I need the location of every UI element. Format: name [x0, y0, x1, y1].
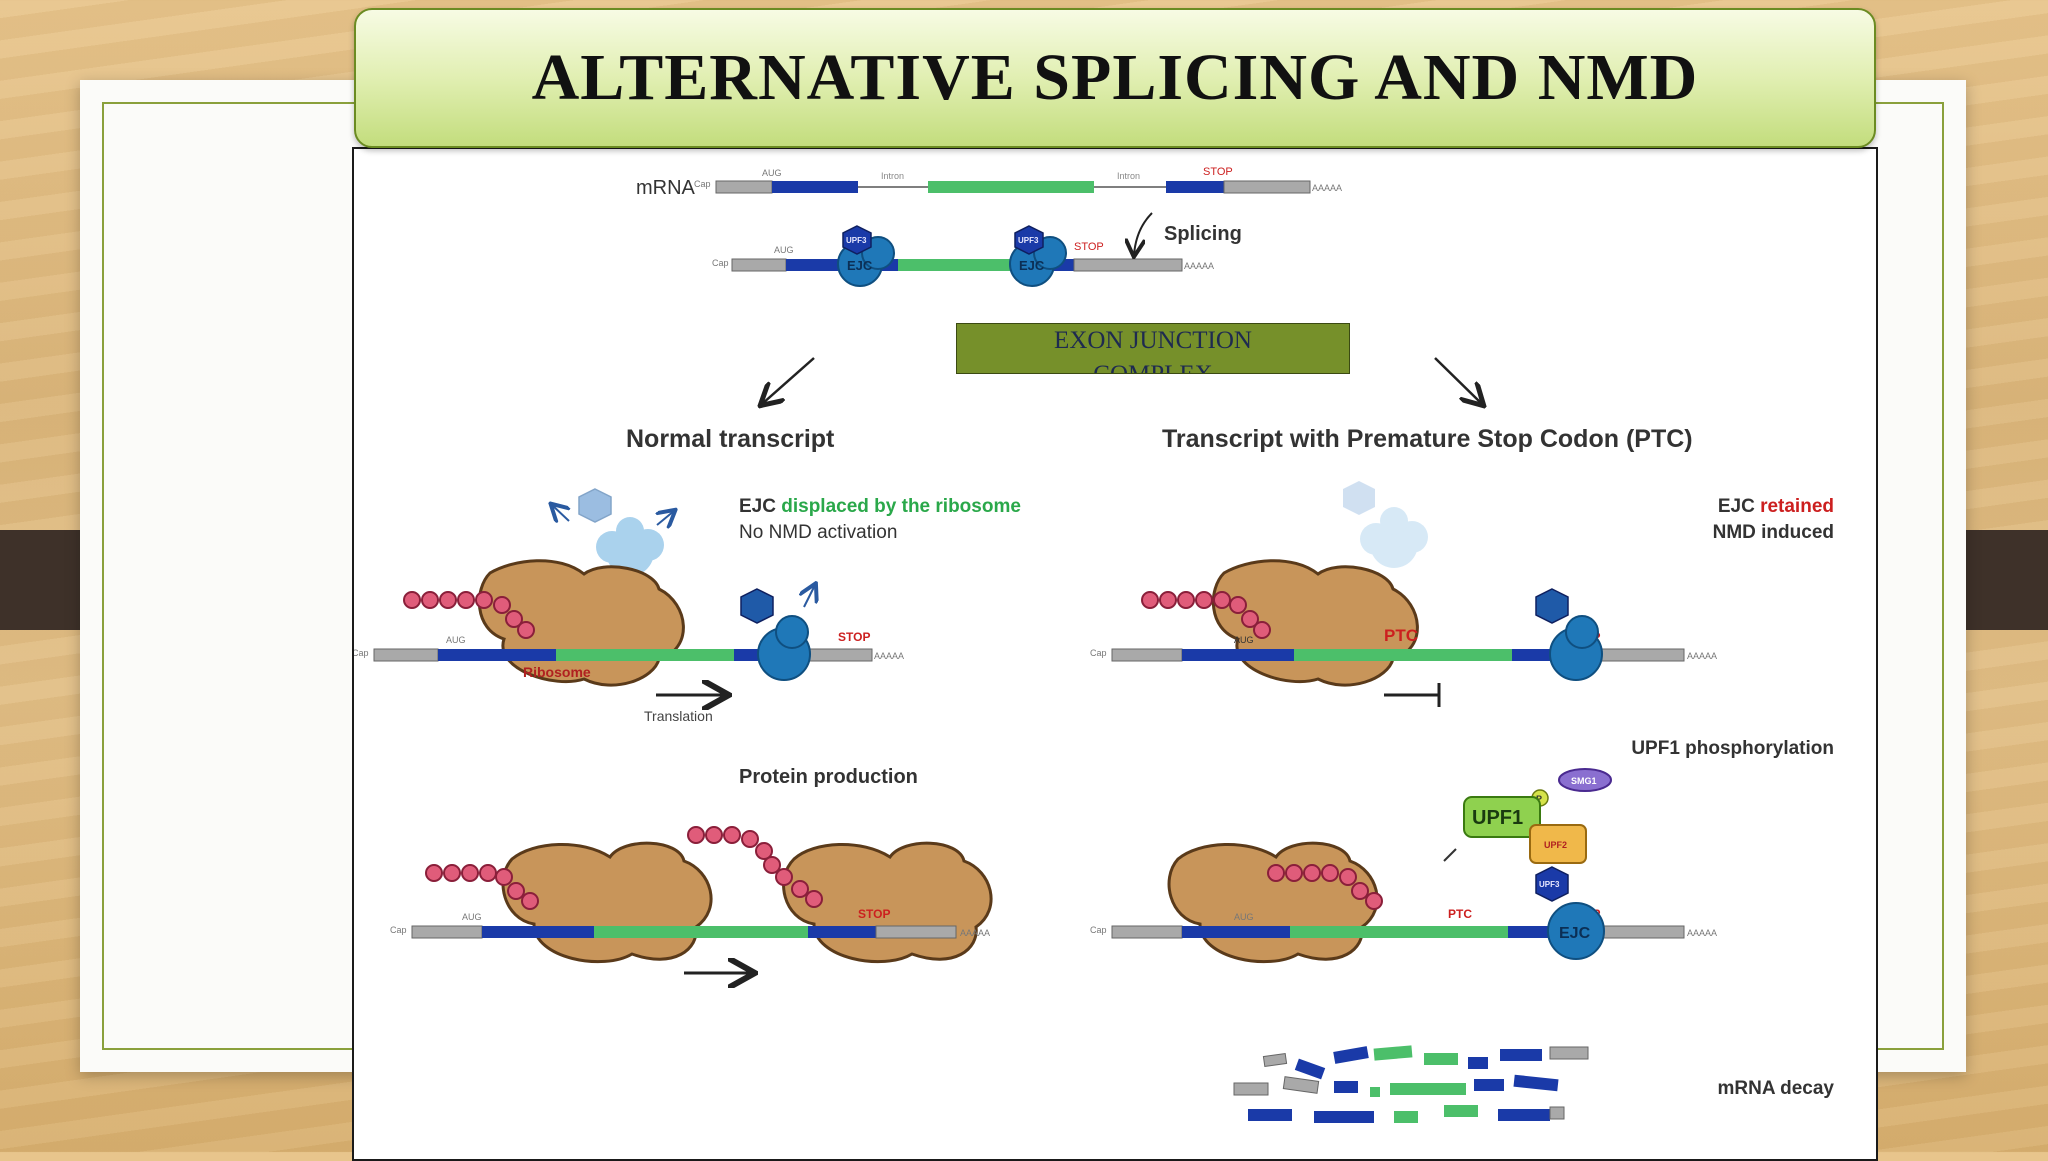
polya-label: AAAAA	[1312, 183, 1342, 193]
svg-text:UPF3: UPF3	[1539, 880, 1560, 889]
svg-text:UPF3: UPF3	[1018, 236, 1039, 245]
splicing-label: Splicing	[1164, 223, 1242, 245]
ejc-displaced-caption: EJC displaced by the ribosome No NMD act…	[739, 496, 1021, 543]
translation-label: Translation	[644, 708, 713, 724]
svg-text:AUG: AUG	[446, 635, 466, 645]
nmd-diagram: mRNA Cap AUG Intron Intron STOP AAAAA Ca…	[352, 147, 1878, 1161]
svg-text:Cap: Cap	[354, 648, 369, 658]
nmd-complex-row: SMG1 P UPF1 UPF2 Cap AUG PTC STOP AAAAA …	[1090, 768, 1717, 964]
label-line-2: COMPLEX	[957, 358, 1349, 373]
normal-translation-row: Ribosome Cap AUG STOP AAAAA Translation	[354, 559, 904, 724]
svg-text:AUG: AUG	[1234, 912, 1254, 922]
svg-text:Cap: Cap	[1090, 925, 1107, 935]
slide-title: ALTERNATIVE SPLICING AND NMD	[531, 41, 1699, 114]
ptc-translation-row: Cap AUG PTC STOP AAAAA	[1090, 559, 1717, 707]
exon-1	[772, 181, 858, 193]
displaced-ejc	[578, 488, 664, 576]
exon-junction-complex-label: EXON JUNCTION COMPLEX	[956, 323, 1350, 374]
intron-1-label: Intron	[881, 171, 904, 181]
protein-production-label: Protein production	[739, 766, 918, 788]
branch-arrow-right	[1434, 357, 1482, 404]
aug-label: AUG	[762, 168, 782, 178]
faded-ejc-ptc	[1343, 481, 1428, 568]
exon-2	[928, 181, 1094, 193]
ejc-complex-2: EJC UPF3	[1009, 225, 1067, 287]
cap-label-2: Cap	[712, 258, 729, 268]
splicing-arrow	[1134, 212, 1153, 255]
utr-5	[715, 180, 773, 194]
pre-mrna: mRNA Cap AUG Intron Intron STOP AAAAA	[636, 166, 1342, 199]
stop-label: STOP	[1203, 166, 1233, 178]
cap-label: Cap	[694, 179, 711, 189]
protein-production-row: Cap AUG STOP AAAAA	[390, 826, 993, 973]
svg-text:UPF2: UPF2	[1544, 840, 1567, 850]
svg-text:AAAAA: AAAAA	[1687, 651, 1717, 661]
svg-text:UPF3: UPF3	[846, 236, 867, 245]
svg-text:EJC: EJC	[847, 258, 873, 273]
svg-text:EJC: EJC	[1559, 925, 1591, 942]
mrna-label: mRNA	[636, 177, 696, 199]
ejc-retained-caption: EJC retained NMD induced	[1713, 496, 1834, 543]
ejc-complex-1: EJC UPF3	[837, 225, 895, 287]
svg-text:AUG: AUG	[462, 912, 482, 922]
svg-text:P: P	[1536, 794, 1542, 804]
ribosome-label: Ribosome	[523, 664, 591, 680]
svg-text:EJC: EJC	[1019, 258, 1045, 273]
peptide-chain-1	[403, 591, 535, 639]
title-banner: ALTERNATIVE SPLICING AND NMD	[354, 8, 1876, 148]
svg-text:Cap: Cap	[1090, 648, 1107, 658]
spliced-mrna: Cap AUG STOP AAAAA EJC UPF3 EJC	[712, 225, 1214, 287]
mrna-decay-label: mRNA decay	[1717, 1078, 1834, 1099]
svg-text:STOP: STOP	[858, 907, 890, 921]
svg-text:Cap: Cap	[390, 925, 407, 935]
svg-text:No NMD activation: No NMD activation	[739, 522, 897, 543]
svg-text:NMD induced: NMD induced	[1713, 522, 1834, 543]
label-line-1: EXON JUNCTION	[1054, 327, 1252, 354]
svg-text:AAAAA: AAAAA	[1184, 261, 1214, 271]
ptc-transcript-title: Transcript with Premature Stop Codon (PT…	[1162, 425, 1693, 453]
utr-3	[1223, 180, 1311, 194]
svg-text:AUG: AUG	[1234, 635, 1254, 645]
svg-text:STOP: STOP	[1074, 241, 1104, 253]
svg-text:SMG1: SMG1	[1571, 776, 1597, 786]
svg-text:PTC: PTC	[1384, 626, 1418, 645]
svg-text:UPF1: UPF1	[1472, 807, 1523, 829]
svg-text:EJC retained: EJC retained	[1718, 496, 1834, 517]
svg-text:PTC: PTC	[1448, 907, 1472, 921]
svg-text:AUG: AUG	[774, 245, 794, 255]
svg-text:EJC displaced by the r: EJC displaced by the ribosome	[739, 496, 1021, 517]
mrna-decay-fragments	[1233, 1045, 1589, 1123]
svg-text:STOP: STOP	[838, 630, 870, 644]
normal-transcript-title: Normal transcript	[626, 425, 835, 453]
branch-arrow-left	[762, 357, 815, 404]
svg-text:AAAAA: AAAAA	[960, 928, 990, 938]
intron-2-label: Intron	[1117, 171, 1140, 181]
svg-text:AAAAA: AAAAA	[874, 651, 904, 661]
upf1-phosphorylation-label: UPF1 phosphorylation	[1631, 738, 1834, 759]
exon-3	[1166, 181, 1224, 193]
svg-text:AAAAA: AAAAA	[1687, 928, 1717, 938]
